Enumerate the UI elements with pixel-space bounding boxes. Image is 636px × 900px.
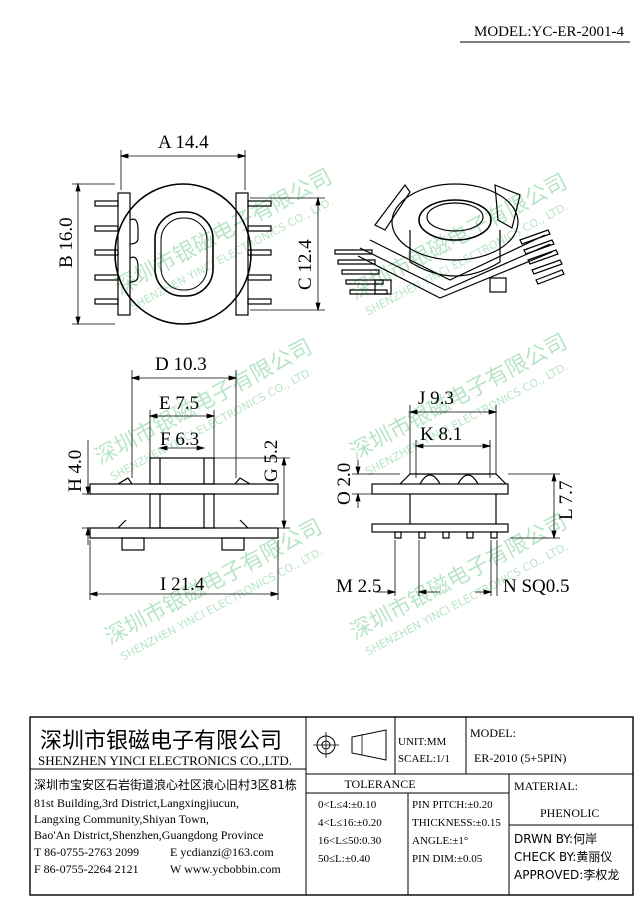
checked-by: CHECK BY:黄丽仪 [514,850,612,864]
tel: T 86-0755-2763 2099 [34,845,139,859]
address-line-1: 81st Building,3rd District,Langxingjiucu… [34,796,239,810]
material-label: MATERIAL: [514,779,578,793]
tolerance-row-4: 50≤L:±0.40 [318,853,371,865]
dim-h: H 4.0 [65,450,86,492]
side-view-dimensions [352,405,560,596]
isometric-view [334,183,565,299]
right-pins [247,200,272,305]
dim-f: F 6.3 [160,429,199,450]
tolerance-row-3: 16<L≤50:0.30 [318,835,382,847]
approved-by: APPROVED:李权龙 [514,867,619,882]
company-name-cn: 深圳市银磁电子有限公司 [40,729,282,754]
address-line-3: Bao'An District,Shenzhen,Guangdong Provi… [34,828,263,842]
title-block [29,716,634,896]
model-header: MODEL:YC-ER-2001-4 [474,24,624,40]
dim-c: C 12.4 [295,239,316,290]
fax: F 86-0755-2264 2121 [34,862,139,876]
tolerance-row-2: 4<L≤16:±0.20 [318,817,382,829]
unit: UNIT:MM [398,736,447,748]
dim-o: O 2.0 [334,463,355,505]
model-value: ER-2010 (5+5PIN) [474,751,566,765]
dim-i: I 21.4 [160,574,205,595]
address-cn: 深圳市宝安区石岩街道浪心社区浪心旧村3区81栋 [34,777,297,792]
side-pins [394,531,498,539]
top-view [94,183,272,325]
tolerance-pin-4: PIN DIM:±0.05 [412,853,483,865]
email: E ycdianzi@163.com [170,845,274,859]
tolerance-title: TOLERANCE [344,777,415,791]
scale: SCAEL:1/1 [398,753,450,765]
dim-d: D 10.3 [155,354,207,375]
side-view [371,473,509,539]
material-value: PHENOLIC [540,806,599,820]
company-name-en: SHENZHEN YINCI ELECTRONICS CO.,LTD. [38,753,292,768]
watermark-cn: 深圳市银磁电子有限公司 [346,170,571,306]
dim-k: K 8.1 [420,424,462,445]
drawn-by: DRWN BY:何岸 [514,832,597,846]
dim-j: J 9.3 [418,388,454,409]
web: W www.ycbobbin.com [170,862,281,876]
iso-pins [334,229,565,295]
left-pins [94,200,119,305]
tolerance-row-1: 0<L≤4:±0.10 [318,799,377,811]
tolerance-pin-1: PIN PITCH:±0.20 [412,799,493,811]
dim-n: N SQ0.5 [503,576,570,597]
address-line-2: Langxing Community,Shiyan Town, [34,812,209,826]
dim-e: E 7.5 [159,393,199,414]
tolerance-pin-3: ANGLE:±1° [412,835,468,847]
dim-g: G 5.2 [261,440,282,482]
front-view-dimensions [82,370,290,600]
dim-m: M 2.5 [336,576,381,597]
tolerance-pin-2: THICKNESS:±0.15 [412,817,501,829]
dim-b: B 16.0 [56,217,77,268]
top-view-dimensions [72,150,325,326]
dim-a: A 14.4 [158,132,209,153]
dim-l: L 7.7 [556,481,577,520]
model-label: MODEL: [470,726,516,740]
watermark-cn: 深圳市银磁电子有限公司 [101,515,326,651]
front-view [89,457,279,551]
